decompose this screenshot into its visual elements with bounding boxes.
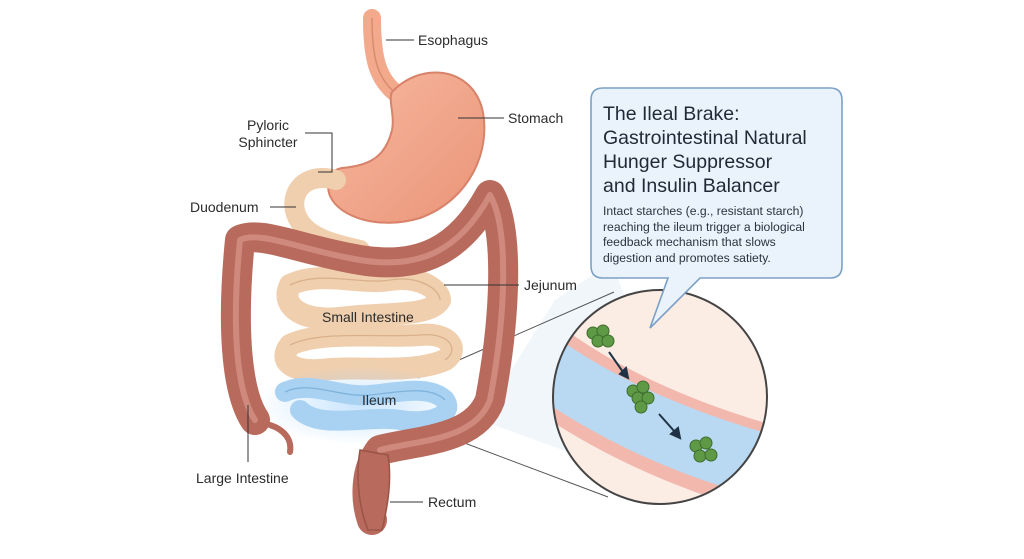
- callout-bubble: [590, 87, 843, 329]
- stomach: [327, 71, 486, 224]
- leader-lines: [247, 39, 519, 503]
- label-rectum: Rectum: [428, 494, 477, 510]
- label-stomach: Stomach: [508, 110, 564, 126]
- label-small-intestine: Small Intestine: [322, 309, 414, 325]
- flow-arrows: [608, 351, 682, 440]
- zoom-circle-border: [552, 289, 768, 505]
- rectum: [357, 449, 391, 531]
- label-large-intestine: Large Intestine: [196, 470, 289, 486]
- appendix: [267, 422, 294, 455]
- esophagus: [363, 9, 407, 104]
- callout-title: The Ileal Brake: Gastrointestinal Natura…: [603, 103, 807, 197]
- label-duodenum: Duodenum: [190, 199, 259, 215]
- callout-text: The Ileal Brake: Gastrointestinal Natura…: [603, 102, 841, 266]
- callout-body: Intact starches (e.g., resistant starch)…: [603, 204, 805, 265]
- label-esophagus: Esophagus: [418, 32, 489, 48]
- starch-granules: [586, 324, 718, 463]
- label-pyloric-sphincter: Pyloric Sphincter: [238, 117, 298, 150]
- label-ileum: Ileum: [362, 392, 397, 408]
- zoomed-ileum-lumen: [553, 310, 767, 504]
- label-jejunum: Jejunum: [524, 277, 577, 293]
